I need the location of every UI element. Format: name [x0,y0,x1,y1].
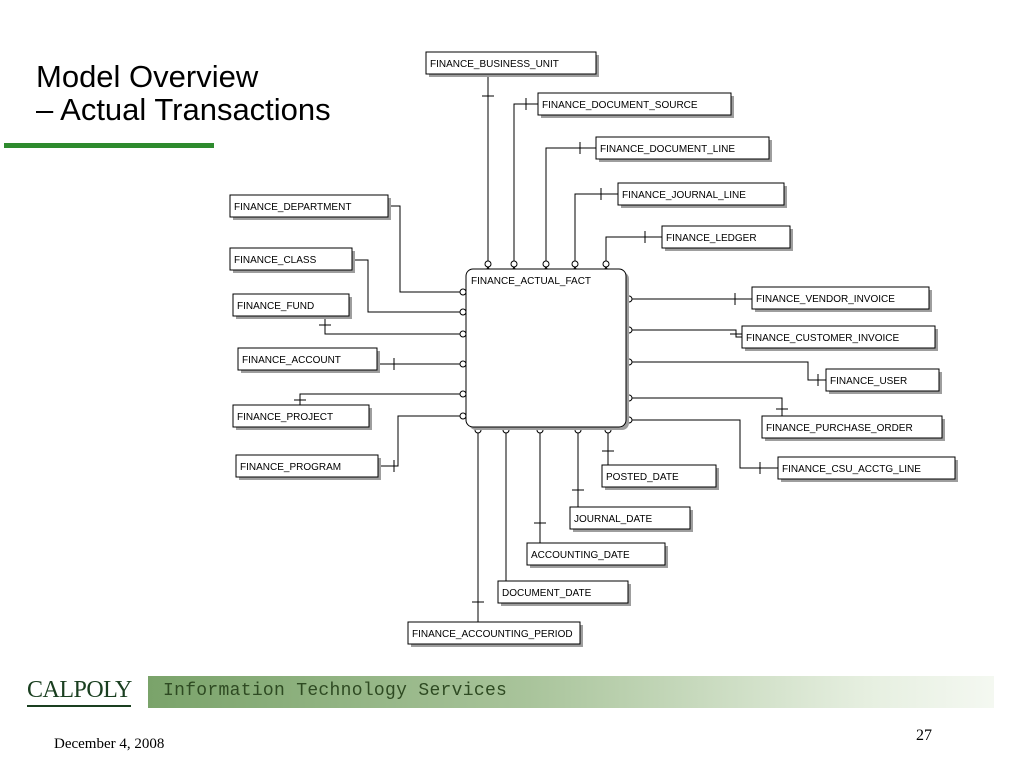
entity-label: FINANCE_PROJECT [237,412,333,423]
entity-label: DOCUMENT_DATE [502,588,592,599]
entity-label: FINANCE_CUSTOMER_INVOICE [746,333,900,344]
entity-label: FINANCE_JOURNAL_LINE [622,190,746,201]
entity-label: FINANCE_DEPARTMENT [234,202,351,213]
entity-finance-project: FINANCE_PROJECT [232,404,372,430]
entity-finance-csu-acctg-line: FINANCE_CSU_ACCTG_LINE [777,456,958,482]
entity-finance-user: FINANCE_USER [825,368,942,394]
slide-title-line-2: – Actual Transactions [36,92,331,127]
entity-label: POSTED_DATE [606,472,679,483]
entity-label: FINANCE_PURCHASE_ORDER [766,423,913,434]
entity-accounting-date: ACCOUNTING_DATE [526,542,668,568]
entity-finance-program: FINANCE_PROGRAM [235,454,381,480]
entity-label: FINANCE_CSU_ACCTG_LINE [782,464,921,475]
entity-label: FINANCE_ACCOUNT [242,355,341,366]
entity-finance-journal-line: FINANCE_JOURNAL_LINE [617,182,787,208]
logo-underline [27,705,131,707]
entity-finance-fund: FINANCE_FUND [232,293,352,319]
entity-label: FINANCE_VENDOR_INVOICE [756,294,895,305]
entity-label: FINANCE_DOCUMENT_SOURCE [542,100,698,111]
page-number: 27 [916,727,932,744]
entity-finance-customer-invoice: FINANCE_CUSTOMER_INVOICE [741,325,938,351]
entity-journal-date: JOURNAL_DATE [569,506,693,532]
entity-label: FINANCE_ACCOUNTING_PERIOD [412,629,573,640]
entity-label: FINANCE_BUSINESS_UNIT [430,59,559,70]
entity-finance-document-source: FINANCE_DOCUMENT_SOURCE [537,92,734,118]
entity-label: FINANCE_PROGRAM [240,462,341,473]
entity-finance-class: FINANCE_CLASS [229,247,355,273]
entity-label: FINANCE_DOCUMENT_LINE [600,144,735,155]
entity-posted-date: POSTED_DATE [601,464,719,490]
entity-label: FINANCE_FUND [237,301,314,312]
footer-org-name: Information Technology Services [163,681,508,701]
slide-title: Model Overview – Actual Transactions [36,60,331,126]
entity-finance-business-unit: FINANCE_BUSINESS_UNIT [425,51,599,77]
entity-finance-department: FINANCE_DEPARTMENT [229,194,391,220]
entity-finance-accounting-period: FINANCE_ACCOUNTING_PERIOD [407,621,583,647]
entity-finance-actual-fact: FINANCE_ACTUAL_FACT [465,268,629,430]
slide-date: December 4, 2008 [54,736,165,752]
entity-finance-document-line: FINANCE_DOCUMENT_LINE [595,136,772,162]
entity-finance-vendor-invoice: FINANCE_VENDOR_INVOICE [751,286,932,312]
entity-finance-ledger: FINANCE_LEDGER [661,225,793,251]
cal-poly-logo: CALPOLY [27,677,132,703]
er-diagram: FINANCE_ACTUAL_FACT FINANCE_BUSINESS_UNIT… [229,51,958,647]
entity-document-date: DOCUMENT_DATE [497,580,631,606]
logo-wordmark: CALPOLY [27,677,132,703]
entity-label: FINANCE_LEDGER [666,233,757,244]
entity-label: FINANCE_CLASS [234,255,317,266]
title-accent-rule [4,143,214,148]
entity-label: ACCOUNTING_DATE [531,550,630,561]
entity-label: FINANCE_USER [830,376,907,387]
footer-band [148,676,994,708]
entity-finance-account: FINANCE_ACCOUNT [237,347,380,373]
entity-label: JOURNAL_DATE [574,514,652,525]
entity-label: FINANCE_ACTUAL_FACT [471,276,591,287]
slide-title-line-1: Model Overview [36,59,259,94]
entity-finance-purchase-order: FINANCE_PURCHASE_ORDER [761,415,945,441]
